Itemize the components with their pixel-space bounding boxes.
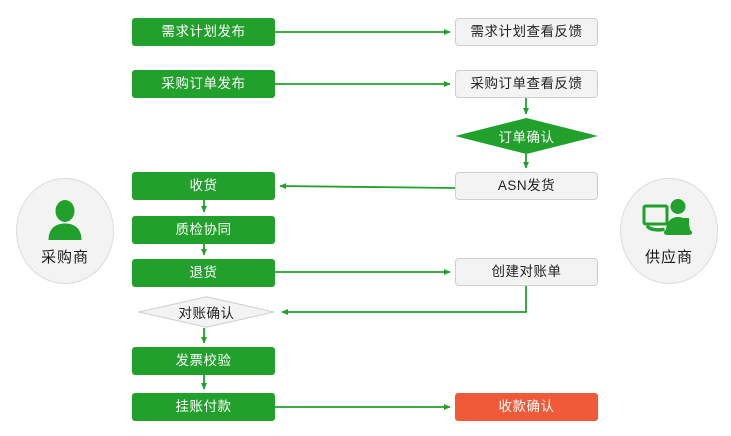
node-demand-plan-feedback[interactable]: 需求计划查看反馈 [455, 18, 598, 46]
actor-buyer-label: 采购商 [40, 248, 89, 266]
node-demand-plan-publish[interactable]: 需求计划发布 [132, 18, 275, 46]
node-receive-goods[interactable]: 收货 [132, 172, 275, 200]
node-po-publish[interactable]: 采购订单发布 [132, 70, 275, 98]
node-label: 挂账付款 [175, 399, 232, 415]
node-label: 需求计划查看反馈 [470, 24, 583, 40]
node-payable-payment[interactable]: 挂账付款 [132, 393, 275, 421]
actor-supplier-label: 供应商 [644, 248, 693, 266]
node-label: 创建对账单 [491, 264, 562, 280]
node-label: 采购订单发布 [161, 76, 246, 92]
node-receipt-confirm[interactable]: 收款确认 [455, 393, 598, 421]
node-label: 收款确认 [498, 399, 555, 415]
node-po-feedback[interactable]: 采购订单查看反馈 [455, 70, 598, 98]
person-with-computer-icon [642, 196, 696, 242]
actor-buyer: 采购商 [16, 178, 114, 284]
node-label: 退货 [189, 265, 218, 281]
node-label: 质检协同 [175, 222, 232, 238]
node-label: 发票校验 [175, 353, 232, 369]
actor-supplier: 供应商 [620, 178, 718, 284]
node-label: 对账确认 [178, 306, 235, 321]
node-quality-collab[interactable]: 质检协同 [132, 216, 275, 244]
node-label: 收货 [189, 178, 218, 194]
node-create-statement[interactable]: 创建对账单 [455, 258, 598, 286]
node-label: 采购订单查看反馈 [470, 76, 583, 92]
node-label: 订单确认 [498, 130, 555, 145]
edge-asn-receive [279, 183, 456, 190]
node-statement-confirm[interactable]: 对账确认 [138, 296, 275, 328]
node-invoice-verify[interactable]: 发票校验 [132, 347, 275, 375]
node-label: 需求计划发布 [161, 24, 246, 40]
edge-stmt-confirm [281, 286, 527, 316]
node-return-goods[interactable]: 退货 [132, 259, 275, 287]
node-order-confirm[interactable]: 订单确认 [455, 118, 598, 154]
node-label: ASN发货 [497, 178, 556, 194]
node-asn-shipment[interactable]: ASN发货 [455, 172, 598, 200]
person-icon [43, 196, 87, 242]
